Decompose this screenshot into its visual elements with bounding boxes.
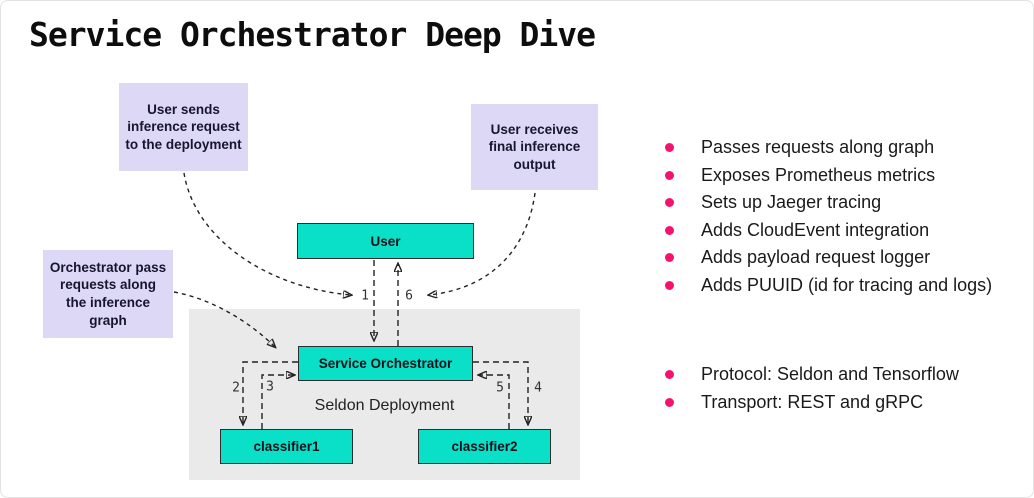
arrow-label-5: 5 — [496, 380, 504, 396]
feature-text: Adds payload request logger — [701, 247, 931, 268]
bullet-icon — [665, 170, 674, 180]
node-classifier2: classifier2 — [418, 429, 551, 464]
seldon-deployment-label: Seldon Deployment — [314, 397, 455, 414]
page-title: Service Orchestrator Deep Dive — [29, 15, 596, 54]
list-item: Protocol: Seldon and Tensorflow — [665, 361, 959, 389]
bullet-icon — [665, 143, 674, 153]
note-text: User receives final inference output — [488, 121, 581, 172]
list-item: Adds payload request logger — [665, 244, 992, 272]
note-orchestrator-pass-requests: Orchestrator pass requests along the inf… — [43, 250, 173, 338]
arrow-label-1: 1 — [361, 288, 369, 304]
bullet-icon — [665, 370, 674, 380]
note-user-receives-output: User receives final inference output — [471, 104, 598, 190]
list-item: Transport: REST and gRPC — [665, 389, 959, 417]
list-item: Exposes Prometheus metrics — [665, 162, 992, 190]
feature-text: Sets up Jaeger tracing — [701, 192, 882, 213]
feature-text: Passes requests along graph — [701, 137, 935, 158]
bullet-icon — [665, 280, 674, 290]
list-item: Adds PUUID (id for tracing and logs) — [665, 272, 992, 300]
node-classifier1: classifier1 — [220, 429, 353, 464]
list-item: Sets up Jaeger tracing — [665, 189, 992, 217]
spec-list: Protocol: Seldon and Tensorflow Transpor… — [665, 361, 959, 416]
feature-text: Adds PUUID (id for tracing and logs) — [701, 274, 993, 295]
feature-text: Adds CloudEvent integration — [701, 219, 930, 240]
arrow-label-6: 6 — [405, 288, 413, 304]
spec-text: Protocol: Seldon and Tensorflow — [701, 364, 959, 385]
note-text: Orchestrator pass requests along the inf… — [49, 259, 167, 328]
note-user-sends-request: User sends inference request to the depl… — [119, 83, 248, 171]
list-item: Adds CloudEvent integration — [665, 217, 992, 245]
bullet-icon — [665, 397, 674, 407]
feature-list: Passes requests along graph Exposes Prom… — [665, 134, 992, 299]
arrow-label-3: 3 — [266, 379, 274, 395]
node-service-orchestrator: Service Orchestrator — [298, 346, 473, 381]
list-item: Passes requests along graph — [665, 134, 992, 162]
arrow-label-2: 2 — [232, 380, 240, 396]
feature-text: Exposes Prometheus metrics — [701, 164, 936, 185]
bullet-icon — [665, 225, 674, 235]
arrow-label-4: 4 — [534, 380, 542, 396]
note-text: User sends inference request to the depl… — [125, 101, 242, 152]
node-user: User — [297, 223, 474, 259]
spec-text: Transport: REST and gRPC — [701, 391, 924, 412]
bullet-icon — [665, 198, 674, 208]
bullet-icon — [665, 253, 674, 263]
